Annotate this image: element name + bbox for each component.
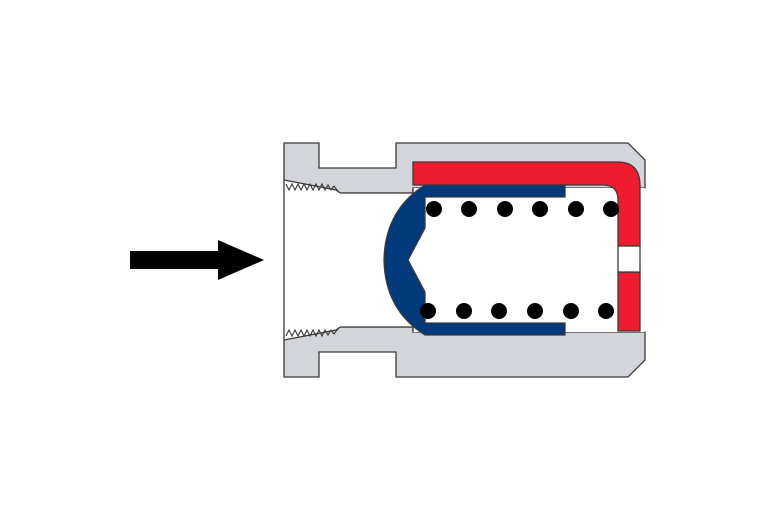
spring-coil-top bbox=[603, 201, 619, 217]
spring-coil-top bbox=[532, 201, 548, 217]
inlet-thread-lower bbox=[285, 326, 341, 338]
spring-coil-top bbox=[497, 201, 513, 217]
spring-coil-bottom bbox=[563, 303, 579, 319]
spring-coil-bottom bbox=[598, 303, 614, 319]
spring-coil-top bbox=[426, 201, 442, 217]
inlet-thread-upper bbox=[285, 182, 341, 194]
spring-coils bbox=[420, 201, 619, 319]
valve-body-lower-wall bbox=[283, 326, 646, 378]
arrow-right-icon bbox=[218, 240, 264, 280]
outlet-port-gap bbox=[617, 245, 641, 273]
spring-coil-top bbox=[461, 201, 477, 217]
spring-coil-bottom bbox=[527, 303, 543, 319]
flow-arrow-shaft bbox=[130, 251, 222, 269]
spring-retainer bbox=[412, 161, 641, 332]
spring-coil-bottom bbox=[456, 303, 472, 319]
spring-coil-bottom bbox=[420, 303, 436, 319]
spring-retainer-lower bbox=[617, 271, 641, 332]
flow-arrow bbox=[130, 240, 264, 280]
spring-coil-bottom bbox=[491, 303, 507, 319]
spring-coil-top bbox=[568, 201, 584, 217]
